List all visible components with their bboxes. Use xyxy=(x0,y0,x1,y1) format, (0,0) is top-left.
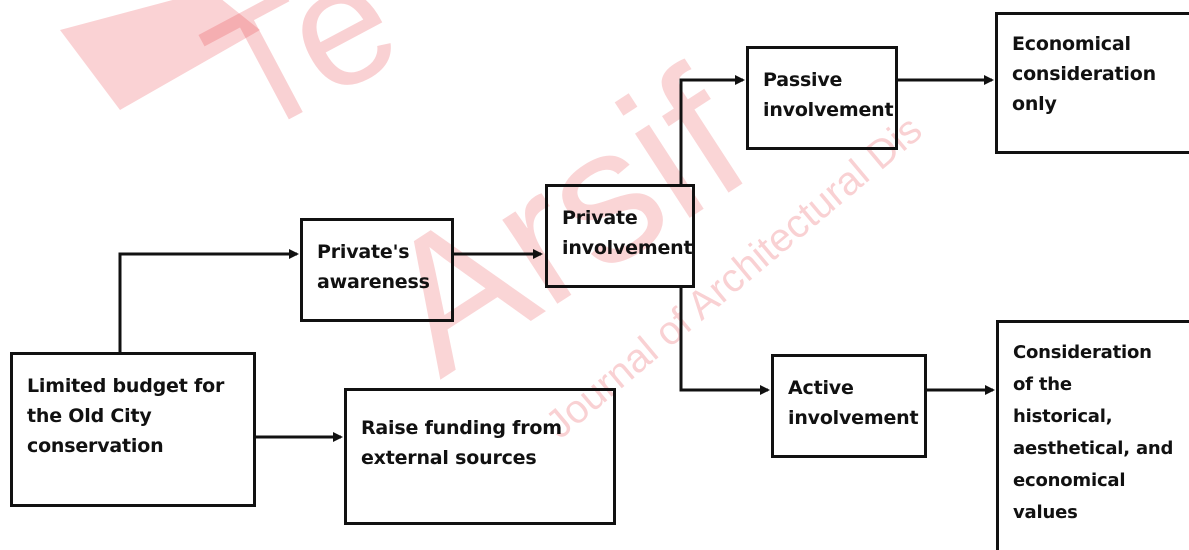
node-active-involvement-label: Active involvement xyxy=(788,377,919,429)
arrow-involvement-to-active xyxy=(679,285,770,395)
node-limited-budget-label: Limited budget for the Old City conserva… xyxy=(27,375,225,457)
node-historical-values-label: Consideration of the historical, aesthet… xyxy=(1013,342,1174,523)
node-active-involvement: Active involvement xyxy=(771,354,927,458)
node-economical-only: Economical consideration only xyxy=(995,12,1189,154)
node-privates-awareness: Private's awareness xyxy=(300,218,454,322)
node-raise-funding-label: Raise funding from external sources xyxy=(361,417,562,469)
node-passive-involvement-label: Passive involvement xyxy=(763,69,894,121)
arrow-budget-to-awareness xyxy=(118,249,299,352)
node-raise-funding: Raise funding from external sources xyxy=(344,388,616,525)
node-private-involvement: Private involvement xyxy=(545,184,695,288)
arrow-involvement-to-passive xyxy=(679,75,745,186)
node-limited-budget: Limited budget for the Old City conserva… xyxy=(10,352,256,507)
node-passive-involvement: Passive involvement xyxy=(746,46,898,150)
node-historical-values: Consideration of the historical, aesthet… xyxy=(996,320,1189,550)
node-economical-only-label: Economical consideration only xyxy=(1012,33,1156,115)
node-privates-awareness-label: Private's awareness xyxy=(317,241,430,293)
node-private-involvement-label: Private involvement xyxy=(562,207,693,259)
